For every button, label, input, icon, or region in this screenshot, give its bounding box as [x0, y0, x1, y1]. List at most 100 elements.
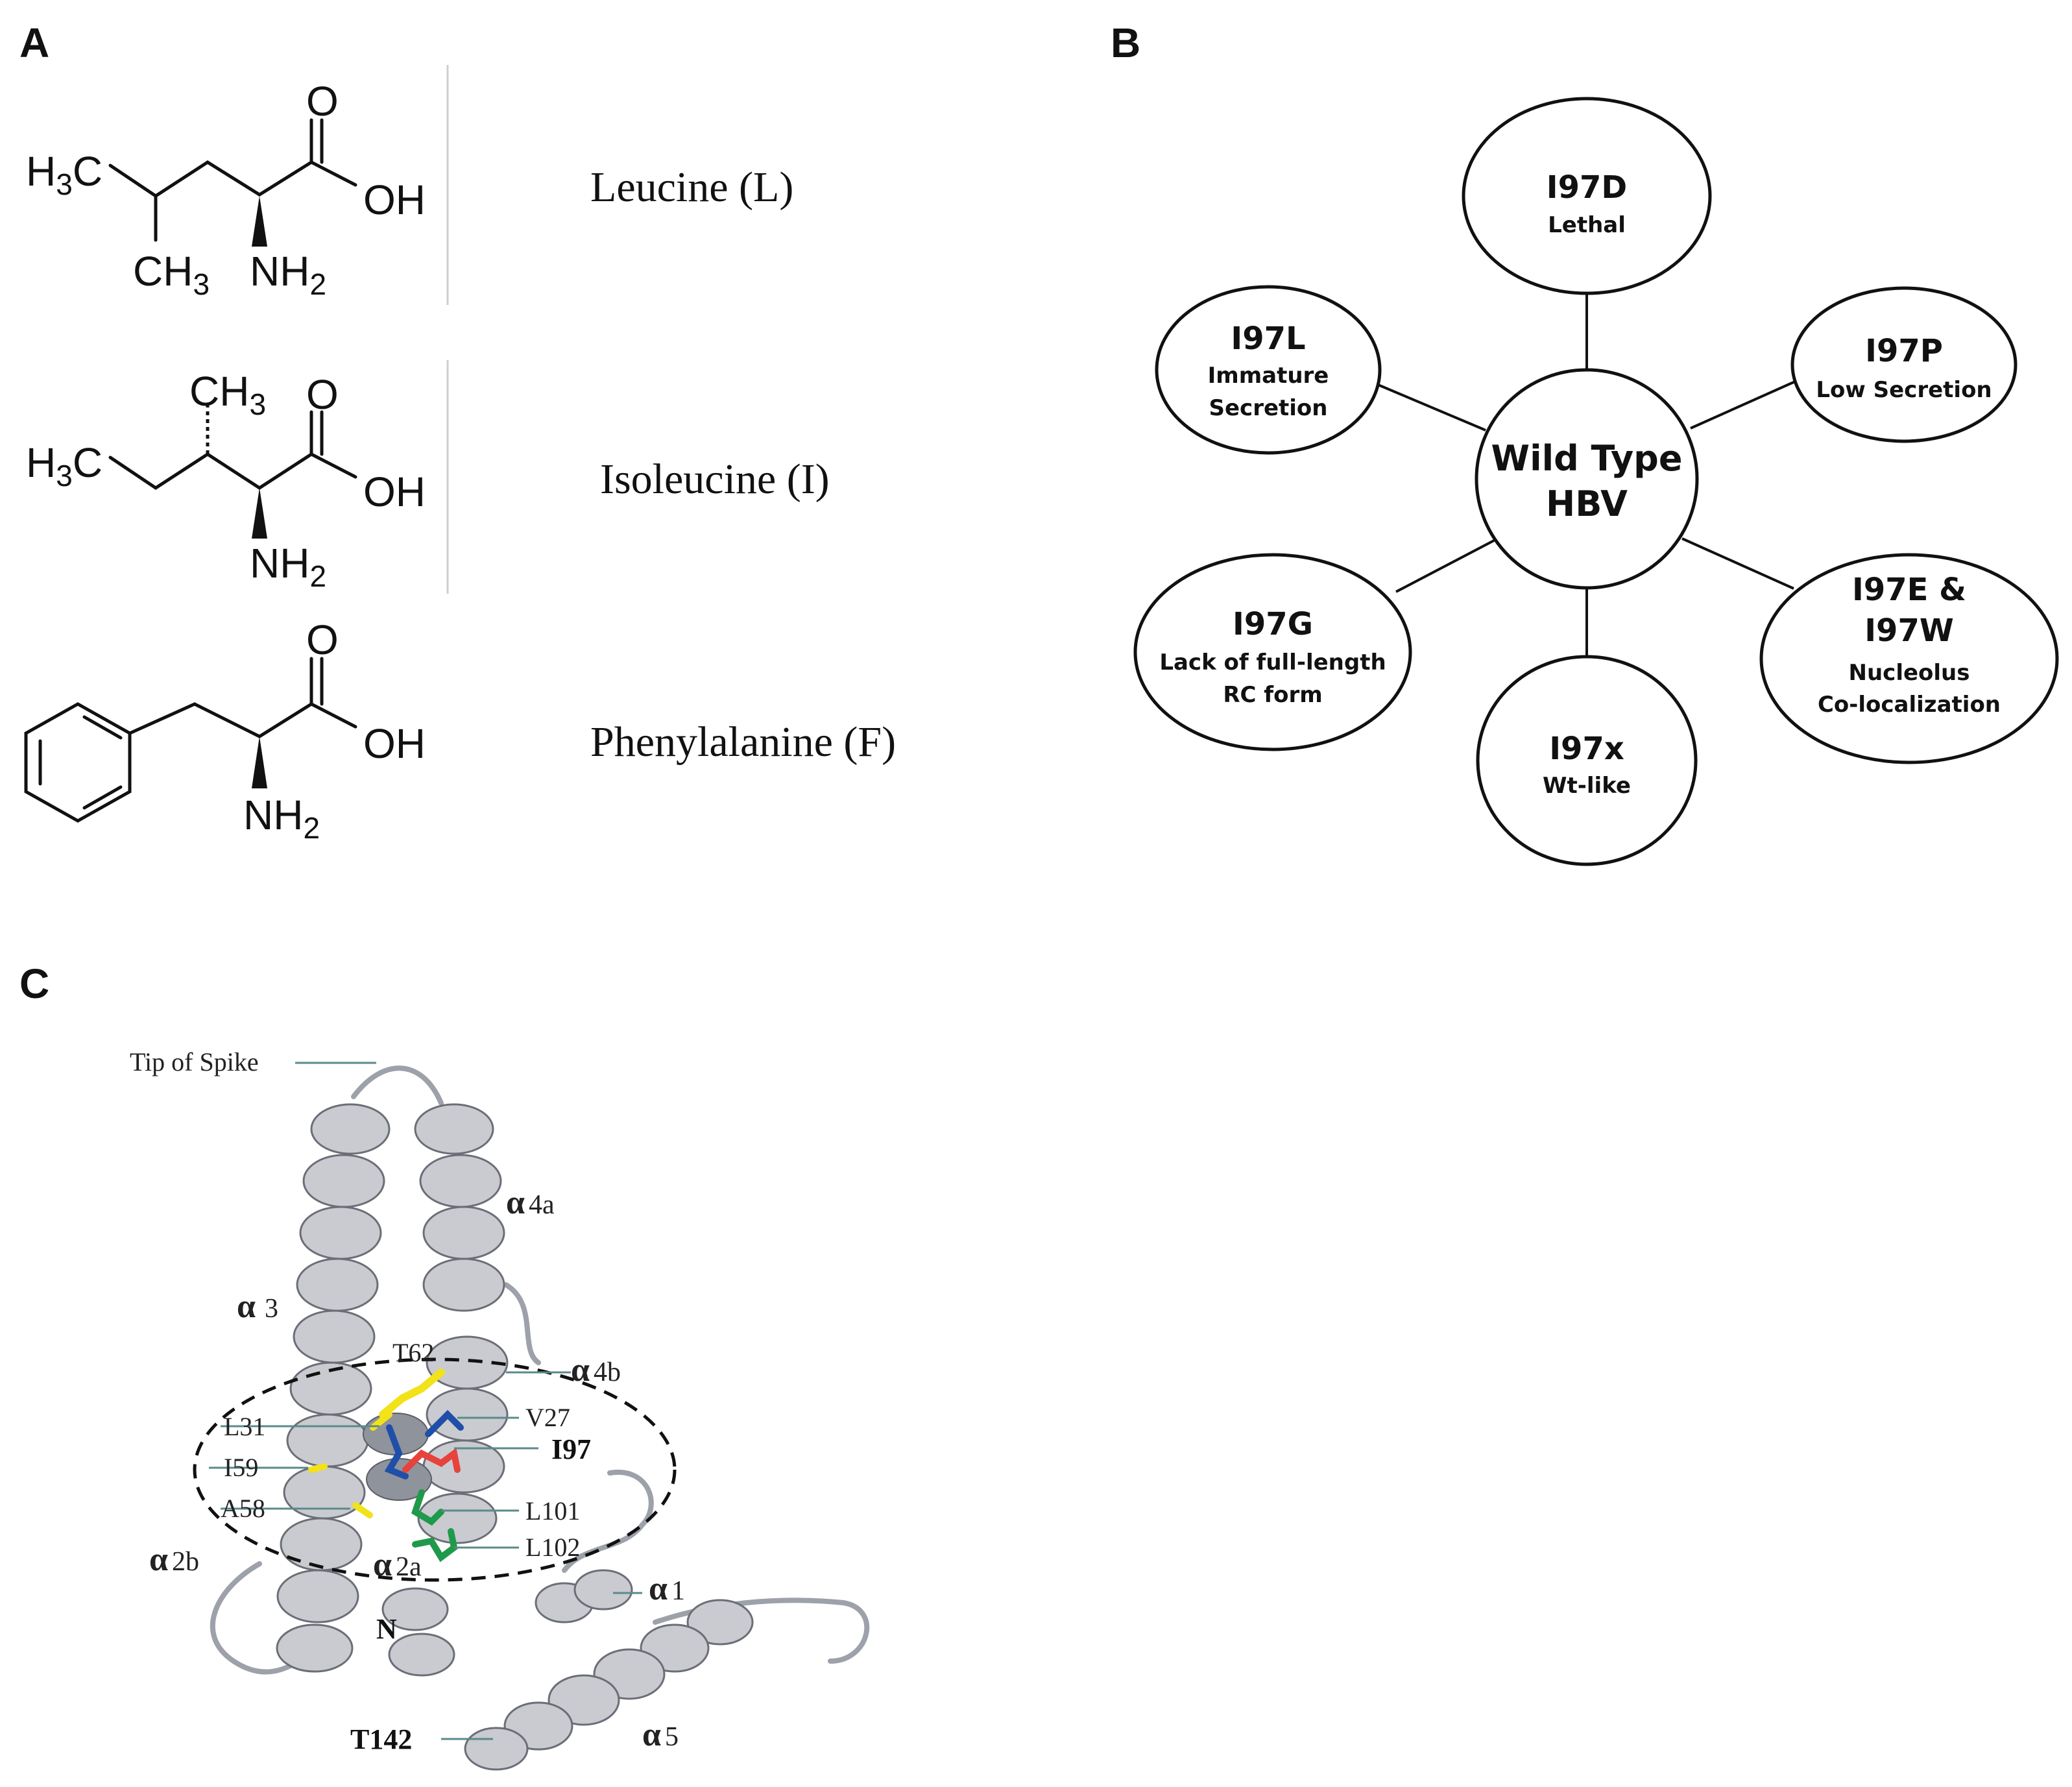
spoke-line [1395, 539, 1495, 593]
helix-turn [283, 1465, 366, 1520]
helix-alpha3 [276, 1103, 391, 1673]
helix-turn [293, 1309, 376, 1364]
helix-alpha4 [414, 1103, 509, 1544]
node-desc-line2: Co-localization [1818, 692, 2001, 718]
subscript-3: 3 [193, 267, 210, 301]
helix-turn [686, 1599, 754, 1646]
atom-h: H [273, 792, 303, 838]
binding-pocket-outline [193, 1357, 677, 1582]
isoleucine-name: Isoleucine (I) [600, 456, 830, 503]
phenylalanine-structure: O OH NH2 [24, 616, 426, 845]
subscript-2: 2 [303, 811, 320, 845]
node-title: I97x [1549, 731, 1624, 767]
leucine-h3c-label: H3C [26, 148, 102, 201]
isoleucine-oh-bond [309, 452, 357, 479]
alpha-symbol: α [571, 1352, 590, 1389]
label-i97: I97 [551, 1433, 591, 1465]
atom-h: H [163, 248, 193, 295]
node-title: I97L [1231, 321, 1305, 357]
helix-turn [414, 1103, 494, 1155]
helix-turn [381, 1587, 449, 1631]
node-ellipse [1155, 285, 1382, 455]
panel-c-letter: C [19, 960, 49, 1007]
helix-turn [280, 1517, 363, 1572]
atom-n: N [243, 792, 273, 838]
node-i97d: I97D Lethal [1462, 97, 1712, 295]
residue-v27 [425, 1409, 464, 1437]
alpha-symbol: α [649, 1570, 668, 1607]
node-desc: Nucleolus [1849, 660, 1970, 686]
residue-l31 [384, 1424, 409, 1479]
node-title: I97G [1233, 606, 1313, 642]
alpha-symbol: α [237, 1288, 256, 1325]
residue-t62 [379, 1368, 445, 1418]
residue-l102 [412, 1528, 458, 1562]
residue-l101 [411, 1489, 444, 1526]
node-title-line2: I97W [1864, 613, 1954, 649]
isoleucine-ch3-label: CH3 [189, 368, 266, 421]
subscript-3: 3 [56, 459, 73, 492]
leucine-o-label: O [306, 78, 339, 125]
phenylalanine-oh-label: OH [363, 720, 426, 767]
helix-turn [426, 1387, 509, 1442]
atom-h: H [280, 248, 309, 295]
atom-n: N [250, 540, 280, 587]
helix-number: 2a [396, 1552, 422, 1582]
node-desc: Immature [1208, 363, 1329, 389]
label-n-terminus: N [376, 1613, 397, 1645]
label-v27: V27 [525, 1403, 570, 1432]
leucine-structure: H3C O OH CH3 NH2 [26, 78, 426, 301]
phenylalanine-oh-bond [309, 702, 357, 729]
helix-number: 5 [665, 1722, 679, 1752]
node-title: I97D [1547, 169, 1628, 206]
label-l102: L102 [525, 1533, 580, 1562]
leucine-nh2-label: NH2 [250, 248, 326, 301]
benzene-double-bond [82, 785, 123, 810]
label-a58: A58 [221, 1494, 265, 1523]
helix-turn [276, 1569, 359, 1623]
isoleucine-o-label: O [306, 371, 339, 418]
helix-alpha5 [464, 1599, 754, 1771]
atom-h: H [26, 148, 56, 195]
subscript-3: 3 [56, 167, 73, 201]
node-desc: Low Secretion [1816, 377, 1992, 403]
benzene-double-bond [82, 715, 123, 740]
panel-a-letter: A [19, 19, 49, 66]
helix-turn [422, 1206, 505, 1260]
node-desc-line2: RC form [1223, 682, 1322, 708]
label-t62: T62 [392, 1338, 434, 1367]
leucine-name: Leucine (L) [590, 164, 793, 211]
node-desc: Wt-like [1543, 773, 1631, 799]
hub-wild-type: Wild Type HBV [1475, 368, 1699, 590]
subscript-2: 2 [309, 267, 326, 301]
atom-c: C [189, 368, 219, 415]
hub-title-line1: Wild Type [1491, 438, 1683, 479]
isoleucine-backbone-bond [108, 452, 313, 490]
phenylalanine-backbone-bond [128, 702, 313, 738]
label-l31: L31 [224, 1412, 265, 1441]
helix-number: 3 [265, 1294, 278, 1324]
hub-title-line2: HBV [1546, 483, 1628, 524]
helix-turn [310, 1103, 391, 1155]
alpha-symbol: α [149, 1541, 168, 1578]
atom-c: C [133, 248, 163, 295]
helix-turn [573, 1569, 633, 1611]
phenylalanine-wedge-bond [252, 736, 267, 788]
helix-turn [296, 1258, 379, 1312]
isoleucine-h3c-label: H3C [26, 439, 102, 492]
helix-turn [422, 1258, 505, 1312]
atom-h: H [219, 368, 249, 415]
spike-tip-loop [351, 1065, 444, 1106]
leucine-oh-bond [309, 160, 357, 187]
node-ellipse [1476, 655, 1698, 866]
atom-h: H [280, 540, 309, 587]
helix-turn [419, 1154, 502, 1208]
helix-turn [286, 1413, 369, 1468]
phenylalanine-name: Phenylalanine (F) [590, 718, 896, 766]
node-i97x: I97x Wt-like [1476, 655, 1698, 866]
node-ellipse [1759, 553, 2059, 764]
